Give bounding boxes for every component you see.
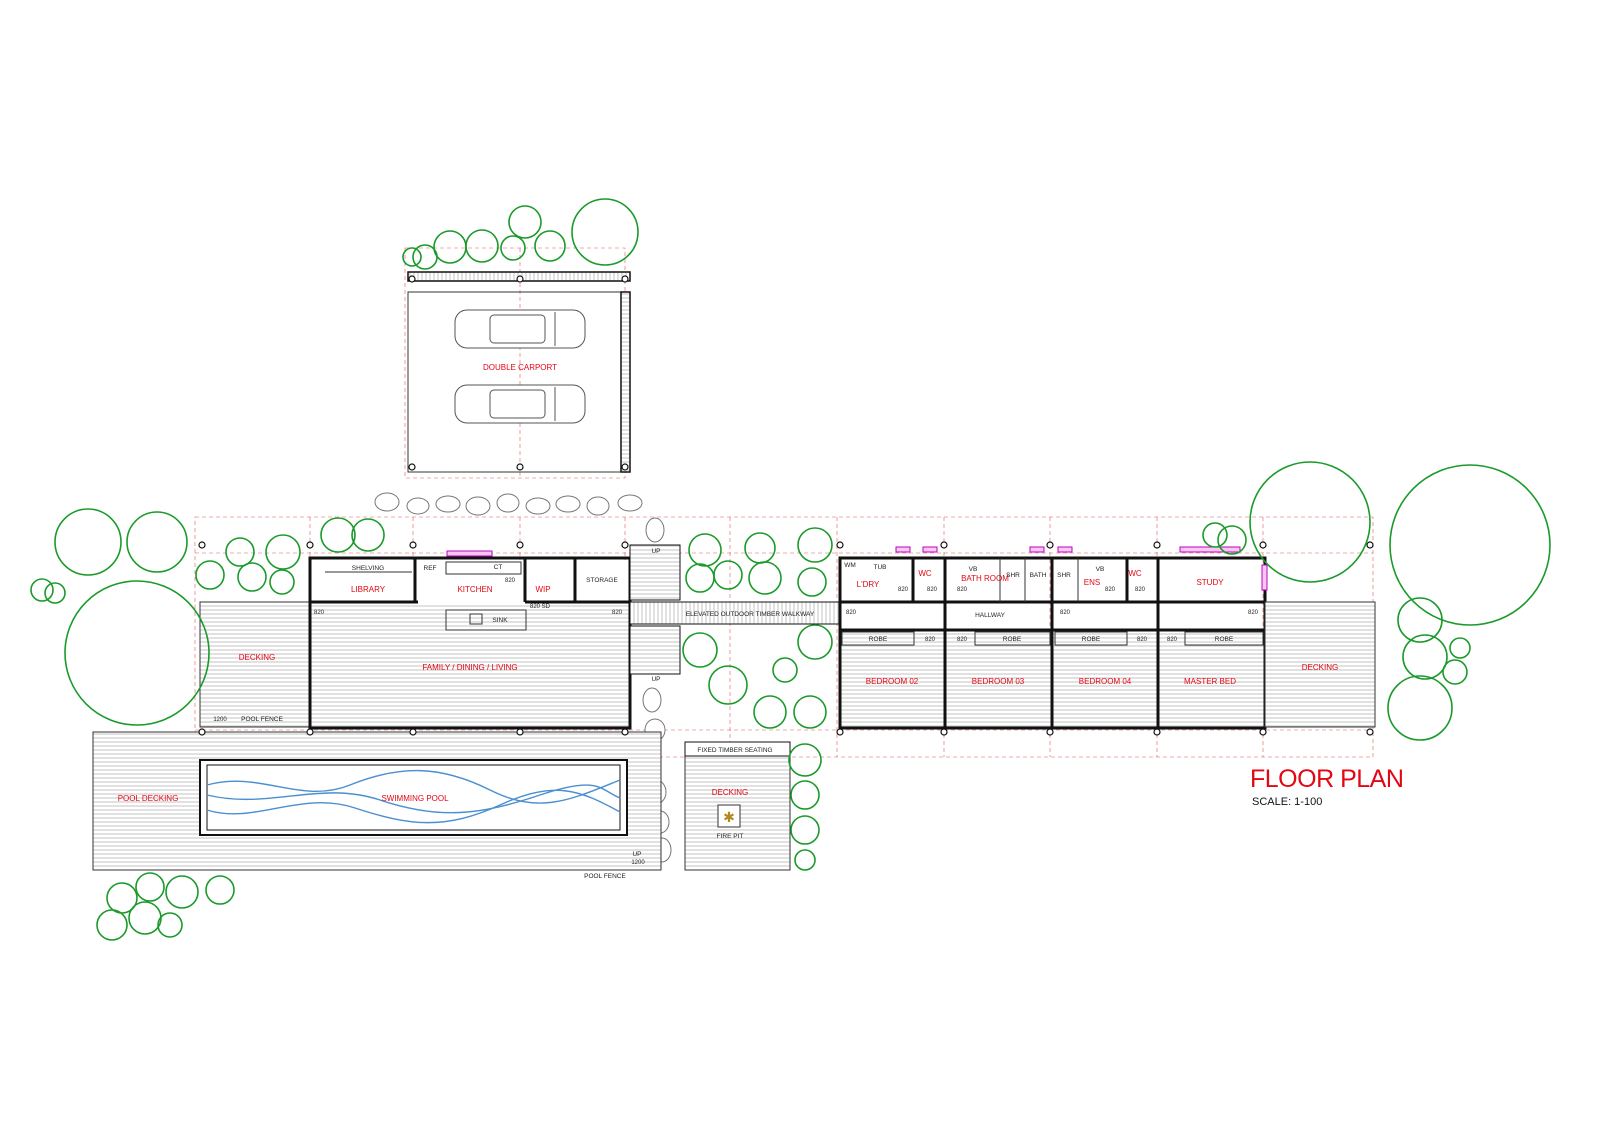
- stepping-stones: [374, 492, 672, 863]
- seating-label: FIXED TIMBER SEATING: [697, 747, 772, 754]
- vb-label: VB: [1096, 566, 1105, 573]
- door-dim: 820: [957, 637, 968, 643]
- family-label: FAMILY / DINING / LIVING: [422, 663, 517, 672]
- pool-decking-label: POOL DECKING: [118, 794, 179, 803]
- door-dim: 820: [314, 610, 325, 616]
- page-title: FLOOR PLAN: [1250, 765, 1404, 793]
- ref-label: REF: [424, 565, 437, 572]
- columns: [198, 275, 1374, 736]
- master-bed-label: MASTER BED: [1184, 677, 1236, 686]
- pool-label: SWIMMING POOL: [381, 794, 449, 803]
- shr-label: SHR: [1006, 572, 1020, 579]
- storage-label: STORAGE: [586, 577, 618, 584]
- trees: [30, 198, 1551, 941]
- door-dim: 820: [927, 587, 938, 593]
- kitchen-label: KITCHEN: [457, 585, 492, 594]
- vb-label: VB: [969, 566, 978, 573]
- pool-area: SWIMMING POOL POOL DECKING POOL FENCE PO…: [92, 716, 662, 880]
- shr-label: SHR: [1057, 572, 1071, 579]
- wc-label: WC: [918, 569, 932, 578]
- bathroom-label: BATH ROOM: [961, 574, 1009, 583]
- car-icon: [454, 309, 586, 349]
- door-dim: 820: [1167, 637, 1178, 643]
- gate-dim: 1200: [213, 717, 227, 723]
- wip-label: WIP: [535, 585, 550, 594]
- door-dim: 820: [957, 587, 968, 593]
- tub-label: TUB: [874, 564, 887, 571]
- pool-fence-label: POOL FENCE: [584, 873, 626, 880]
- hallway-label: HALLWAY: [975, 612, 1006, 619]
- car-icon: [454, 384, 586, 424]
- decking-left: [199, 601, 311, 728]
- bedroom-wing: WM TUB L'DRY WC VB BATH ROOM SHR BATH SH…: [838, 546, 1268, 730]
- study-label: STUDY: [1196, 578, 1224, 587]
- pool-fence-label: POOL FENCE: [241, 716, 283, 723]
- gate-dim: 1200: [631, 860, 645, 866]
- stair-up-label: UP: [651, 548, 660, 555]
- firepit-decking-label: DECKING: [712, 788, 748, 797]
- door-dim: 820: [846, 610, 857, 616]
- bedroom-04-label: BEDROOM 04: [1079, 677, 1132, 686]
- sink-label: SINK: [492, 617, 508, 624]
- door-dim: 820: [925, 637, 936, 643]
- robe-label: ROBE: [1215, 636, 1234, 643]
- bedroom-02-label: BEDROOM 02: [866, 677, 919, 686]
- ct-label: CT: [494, 564, 503, 571]
- door-dim: 820: [1248, 610, 1259, 616]
- robe-label: ROBE: [1082, 636, 1101, 643]
- laundry-label: L'DRY: [857, 580, 880, 589]
- door-dim: 820: [612, 610, 623, 616]
- shelving-label: SHELVING: [352, 565, 384, 572]
- robe-label: ROBE: [869, 636, 888, 643]
- living-wing: SHELVING LIBRARY REF CT KITCHEN SINK WIP…: [308, 550, 632, 730]
- bedroom-03-label: BEDROOM 03: [972, 677, 1025, 686]
- door-dim: 820: [898, 587, 909, 593]
- decking-right-label: DECKING: [1302, 663, 1338, 672]
- door-dim: 820: [1060, 610, 1071, 616]
- firepit-label: FIRE PIT: [717, 833, 744, 840]
- scale-label: SCALE: 1-100: [1252, 796, 1323, 808]
- door-dim: 820: [1137, 637, 1148, 643]
- decking-right: [1264, 601, 1376, 728]
- door-dim: 820: [1105, 587, 1116, 593]
- wc-label: WC: [1128, 569, 1142, 578]
- stair-up-label: UP: [632, 851, 641, 858]
- door-dim: 820: [1135, 587, 1146, 593]
- ensuite-label: ENS: [1084, 578, 1100, 587]
- decking-left-label: DECKING: [239, 653, 275, 662]
- walkway: ELEVATED OUTDOOR TIMBER WALKWAY UP UP: [629, 544, 841, 683]
- carport-label: DOUBLE CARPORT: [483, 363, 557, 372]
- firepit-deck: ✱ FIXED TIMBER SEATING DECKING FIRE PIT: [684, 741, 791, 871]
- wm-label: WM: [844, 562, 856, 569]
- bath-label: BATH: [1030, 572, 1047, 579]
- carport: DOUBLE CARPORT: [407, 271, 631, 473]
- fire-icon: ✱: [723, 809, 735, 825]
- walkway-label: ELEVATED OUTDOOR TIMBER WALKWAY: [686, 611, 815, 618]
- library-label: LIBRARY: [351, 585, 386, 594]
- robe-label: ROBE: [1003, 636, 1022, 643]
- door-dim-sd: 820 SD: [530, 604, 551, 610]
- door-dim: 820: [505, 578, 516, 584]
- stair-up-label: UP: [651, 676, 660, 683]
